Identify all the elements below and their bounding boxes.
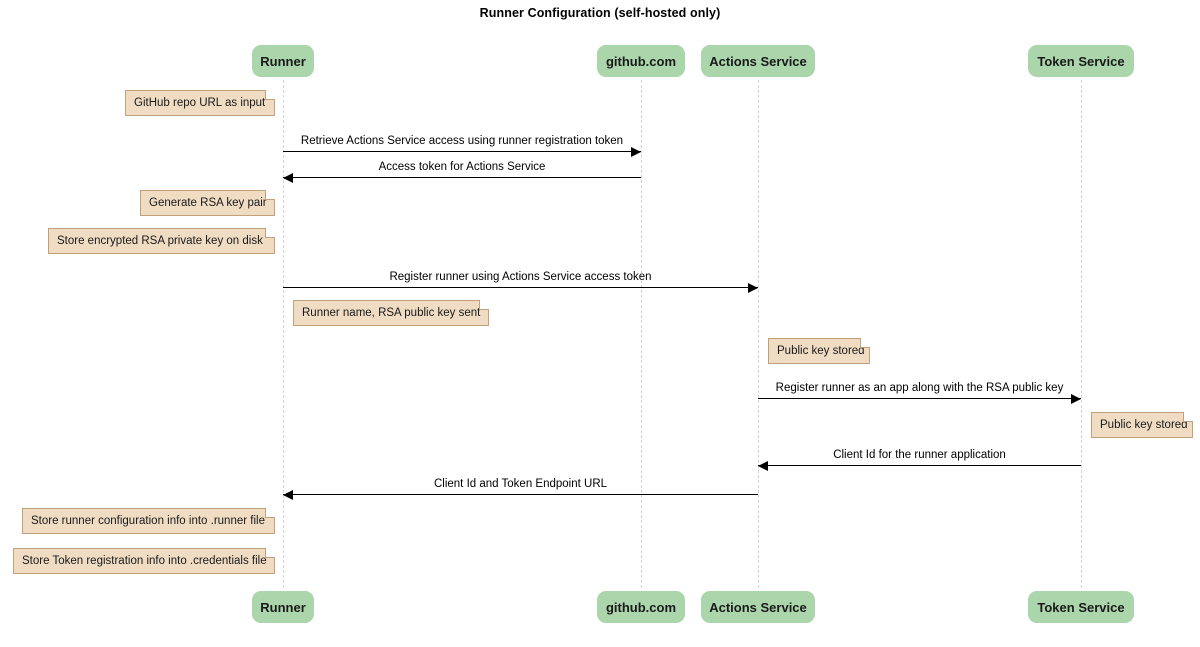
note-fold-corner-icon bbox=[1183, 412, 1193, 422]
note-public-key-stored-2-label: Public key stored bbox=[1100, 419, 1188, 431]
note-fold-corner-icon bbox=[265, 190, 275, 200]
msg-client-id-runner-app-line bbox=[758, 465, 1081, 466]
msg-register-runner-as-app-arrowhead bbox=[1071, 394, 1081, 404]
note-runner-name-rsa-label: Runner name, RSA public key sent bbox=[302, 307, 481, 319]
note-fold-corner-icon bbox=[265, 508, 275, 518]
msg-client-id-token-endpoint-label: Client Id and Token Endpoint URL bbox=[433, 478, 608, 490]
msg-access-token-line bbox=[283, 177, 641, 178]
msg-register-runner-line bbox=[283, 287, 758, 288]
lifeline-github bbox=[641, 80, 642, 588]
note-store-token-reg-label: Store Token registration info into .cred… bbox=[22, 555, 267, 567]
note-fold-corner-icon bbox=[860, 338, 870, 348]
lifeline-runner bbox=[283, 80, 284, 588]
lifeline-token bbox=[1081, 80, 1082, 588]
note-store-runner-config: Store runner configuration info into .ru… bbox=[22, 508, 275, 534]
note-fold-corner-icon bbox=[265, 228, 275, 238]
note-public-key-stored-1-label: Public key stored bbox=[777, 345, 865, 357]
note-store-runner-config-label: Store runner configuration info into .ru… bbox=[31, 515, 265, 527]
note-fold-corner-icon bbox=[265, 548, 275, 558]
msg-client-id-token-endpoint-line bbox=[283, 494, 758, 495]
note-fold-corner-icon bbox=[479, 300, 489, 310]
note-fold-corner-icon bbox=[265, 90, 275, 100]
note-generate-rsa: Generate RSA key pair bbox=[140, 190, 275, 216]
note-store-token-reg: Store Token registration info into .cred… bbox=[13, 548, 275, 574]
msg-retrieve-actions-access-arrowhead bbox=[631, 147, 641, 157]
participant-token-top[interactable]: Token Service bbox=[1028, 45, 1134, 77]
note-generate-rsa-label: Generate RSA key pair bbox=[149, 197, 267, 209]
participant-actions-top[interactable]: Actions Service bbox=[701, 45, 815, 77]
participant-github-bottom[interactable]: github.com bbox=[597, 591, 685, 623]
note-store-encrypted-rsa: Store encrypted RSA private key on disk bbox=[48, 228, 275, 254]
participant-actions-bottom[interactable]: Actions Service bbox=[701, 591, 815, 623]
note-store-encrypted-rsa-label: Store encrypted RSA private key on disk bbox=[57, 235, 263, 247]
page-title: Runner Configuration (self-hosted only) bbox=[479, 6, 721, 20]
participant-runner-top[interactable]: Runner bbox=[252, 45, 314, 77]
note-github-repo-url-label: GitHub repo URL as input bbox=[134, 97, 266, 109]
msg-client-id-runner-app-label: Client Id for the runner application bbox=[833, 449, 1006, 461]
msg-register-runner-label: Register runner using Actions Service ac… bbox=[389, 271, 652, 283]
note-public-key-stored-2: Public key stored bbox=[1091, 412, 1193, 438]
msg-retrieve-actions-access-label: Retrieve Actions Service access using ru… bbox=[300, 135, 624, 147]
participant-token-bottom[interactable]: Token Service bbox=[1028, 591, 1134, 623]
msg-register-runner-as-app-line bbox=[758, 398, 1081, 399]
note-public-key-stored-1: Public key stored bbox=[768, 338, 870, 364]
msg-register-runner-as-app-label: Register runner as an app along with the… bbox=[775, 382, 1064, 394]
msg-access-token-label: Access token for Actions Service bbox=[378, 161, 546, 173]
lifeline-actions bbox=[758, 80, 759, 588]
participant-runner-bottom[interactable]: Runner bbox=[252, 591, 314, 623]
msg-client-id-token-endpoint-arrowhead bbox=[283, 490, 293, 500]
msg-access-token-arrowhead bbox=[283, 173, 293, 183]
msg-client-id-runner-app-arrowhead bbox=[758, 461, 768, 471]
participant-github-top[interactable]: github.com bbox=[597, 45, 685, 77]
note-runner-name-rsa: Runner name, RSA public key sent bbox=[293, 300, 489, 326]
msg-register-runner-arrowhead bbox=[748, 283, 758, 293]
msg-retrieve-actions-access-line bbox=[283, 151, 641, 152]
note-github-repo-url: GitHub repo URL as input bbox=[125, 90, 275, 116]
